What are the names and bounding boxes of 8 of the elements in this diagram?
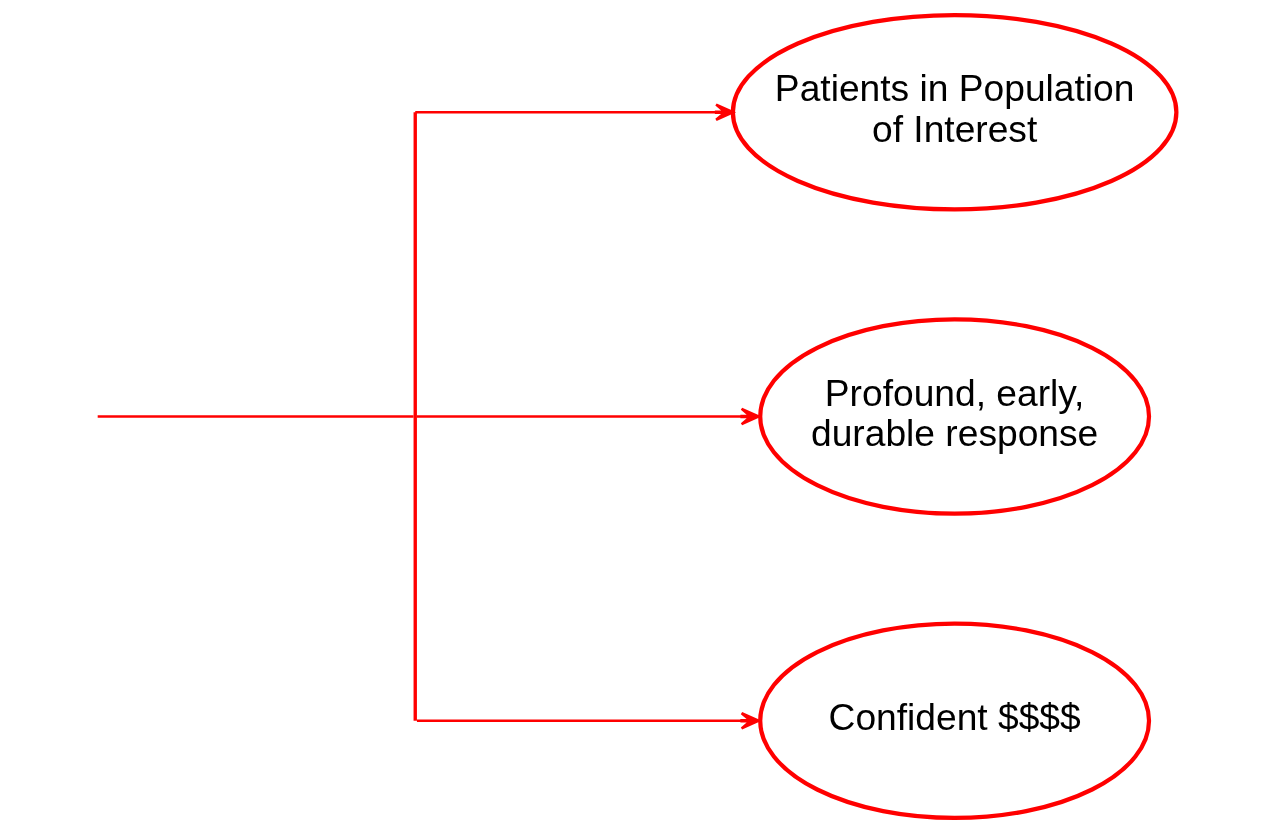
arrow — [415, 103, 735, 122]
node-ellipse: Profound, early, durable response — [758, 317, 1152, 516]
arrow — [416, 407, 760, 426]
node-bar — [413, 112, 417, 721]
connector — [97, 415, 414, 418]
node-ellipse: Patients in Population of Interest — [730, 12, 1179, 212]
arrow — [416, 711, 760, 730]
node-ellipse: Confident $$$$ — [758, 621, 1152, 821]
